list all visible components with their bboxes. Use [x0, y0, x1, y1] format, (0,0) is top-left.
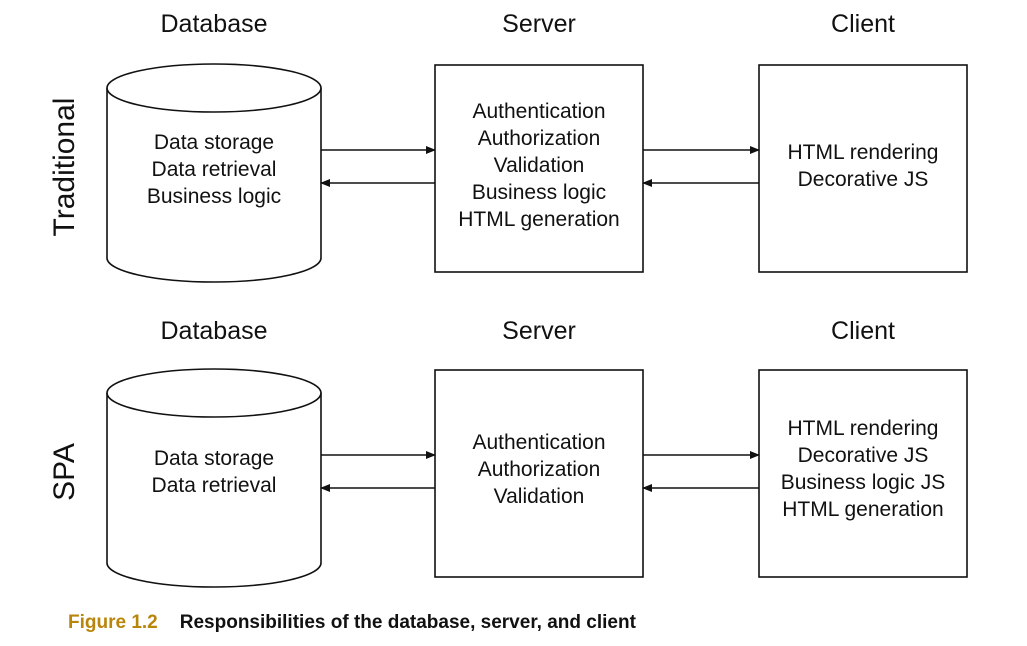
spa-client-heading: Client	[831, 317, 895, 345]
figure-number: Figure 1.2	[68, 612, 158, 633]
responsibility-item: Authentication	[472, 100, 606, 123]
responsibility-item: Authentication	[472, 431, 606, 454]
responsibility-item: Business logic	[471, 181, 607, 204]
spa-server-responsibilities: Authentication Authorization Validation	[435, 429, 643, 510]
spa-client-responsibilities: HTML rendering Decorative JS Business lo…	[759, 415, 967, 523]
responsibility-item: Data retrieval	[151, 474, 277, 497]
figure-caption: Figure 1.2 Responsibilities of the databa…	[68, 612, 636, 634]
row-label-traditional: Traditional	[48, 97, 81, 237]
responsibility-item: Business logic	[146, 185, 282, 208]
traditional-database-cylinder	[106, 63, 322, 283]
traditional-database-responsibilities: Data storage Data retrieval Business log…	[107, 129, 321, 210]
traditional-server-responsibilities: Authentication Authorization Validation …	[435, 98, 643, 233]
responsibility-item: Validation	[493, 485, 585, 508]
responsibility-item: HTML rendering	[787, 417, 939, 440]
responsibility-item: Data storage	[153, 447, 275, 470]
responsibility-item: Validation	[493, 154, 585, 177]
spa-database-heading: Database	[160, 317, 268, 345]
spa-server-heading: Server	[502, 317, 576, 345]
responsibility-item: Business logic JS	[780, 471, 946, 494]
traditional-client-box	[758, 64, 968, 273]
responsibility-item: Decorative JS	[797, 444, 929, 467]
figure-caption-text: Responsibilities of the database, server…	[179, 612, 636, 633]
responsibility-item: HTML generation	[458, 208, 620, 231]
traditional-server-box	[434, 64, 644, 273]
traditional-client-responsibilities: HTML rendering Decorative JS	[759, 139, 967, 193]
responsibility-item: Data storage	[153, 131, 275, 154]
responsibility-item: HTML generation	[782, 498, 944, 521]
responsibility-item: Authorization	[477, 127, 601, 150]
traditional-client-heading: Client	[831, 10, 895, 38]
responsibility-item: Data retrieval	[151, 158, 277, 181]
responsibility-item: HTML rendering	[787, 141, 939, 164]
traditional-database-heading: Database	[160, 10, 268, 38]
responsibility-item: Authorization	[477, 458, 601, 481]
spa-database-responsibilities: Data storage Data retrieval	[107, 445, 321, 499]
spa-database-cylinder	[106, 368, 322, 588]
row-label-spa: SPA	[48, 443, 81, 501]
spa-client-box	[758, 369, 968, 578]
spa-server-box	[434, 369, 644, 578]
traditional-server-heading: Server	[502, 10, 576, 38]
architecture-diagram	[106, 63, 968, 588]
responsibility-item: Decorative JS	[797, 168, 929, 191]
